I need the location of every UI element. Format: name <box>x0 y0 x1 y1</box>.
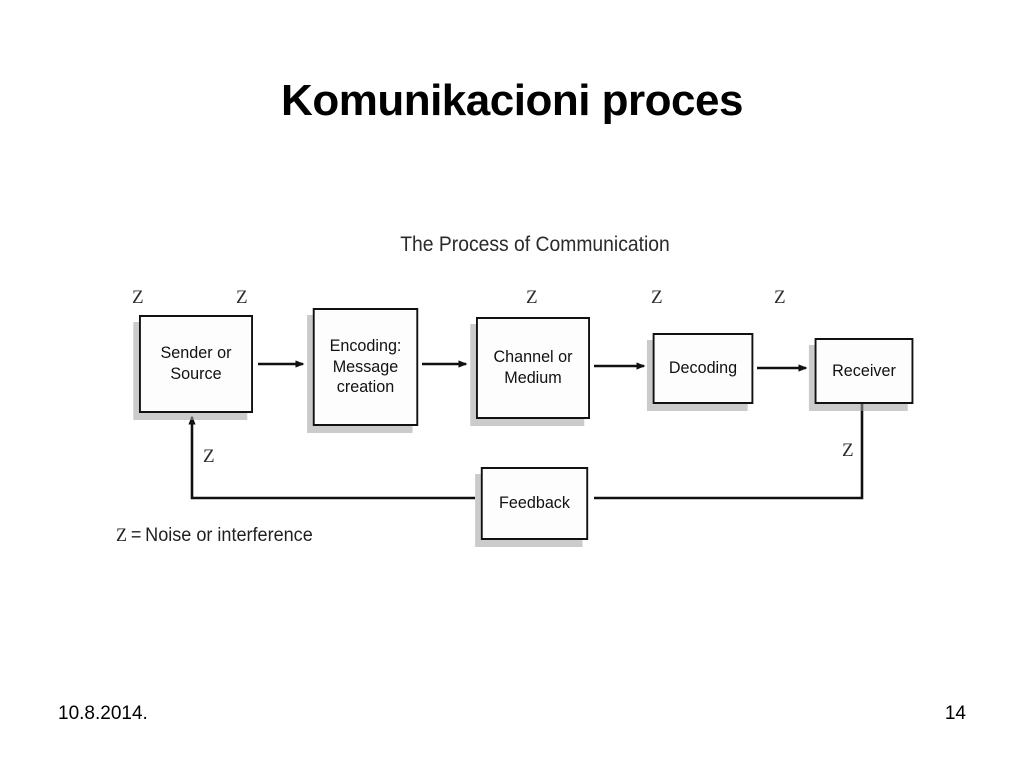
node-decoding: Decoding <box>652 333 754 404</box>
diagram-caption: The Process of Communication <box>400 233 670 256</box>
legend-label: Noise or interference <box>145 525 313 546</box>
node-receiver: Receiver <box>814 338 914 404</box>
node-feedback: Feedback <box>480 467 589 540</box>
line-receiver-to-feedback <box>594 404 864 500</box>
footer-date: 10.8.2014. <box>58 703 148 724</box>
node-channel-or-medium: Channel or Medium <box>476 317 590 419</box>
footer-page-number: 14 <box>944 703 966 724</box>
noise-marker-icon: Z <box>842 440 854 461</box>
noise-marker-icon: Z <box>774 287 786 308</box>
diagram-legend: Z = Noise or interference <box>116 525 313 547</box>
node-sender-or-source: Sender or Source <box>139 315 253 413</box>
noise-marker-icon: Z <box>236 287 248 308</box>
node-encoding-message-creation: Encoding: Message creation <box>312 308 419 426</box>
diagram-connectors <box>188 360 864 500</box>
noise-marker-icon: Z <box>203 446 215 467</box>
noise-marker-icon: Z <box>651 287 663 308</box>
line-feedback-to-sender <box>188 415 475 500</box>
noise-marker-icon: Z <box>132 287 144 308</box>
noise-marker-icon: Z <box>526 287 538 308</box>
page-title: Komunikacioni proces <box>281 76 743 125</box>
communication-process-diagram: The Process of Communication Sender or S… <box>100 225 940 565</box>
legend-equals-sign: = <box>130 525 142 546</box>
legend-noise-symbol: Z <box>116 525 128 546</box>
